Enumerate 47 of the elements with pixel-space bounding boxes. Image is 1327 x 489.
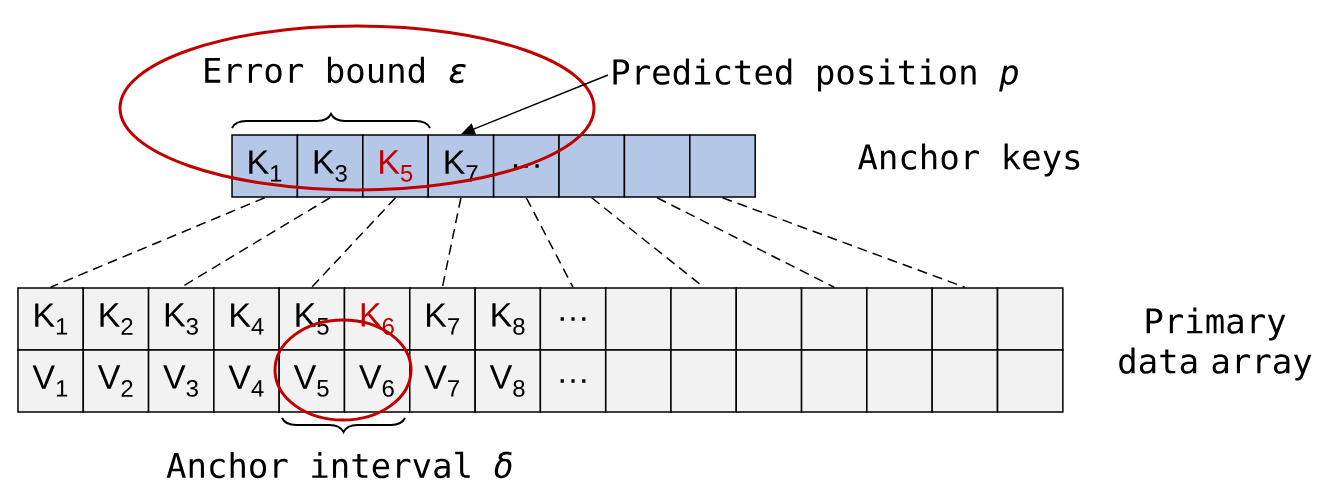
bracket-label: Error bound ε [205,56,466,84]
array-cell: V$_{5}$ [278,349,346,413]
array-cell: K$_{4}$ [213,287,280,351]
row-label: Primary data array [1119,307,1312,381]
bracket-label: Anchor interval δ [166,451,512,479]
array-cell [670,287,737,351]
dashed-connector [49,197,266,288]
array-cell [866,349,933,413]
dashed-connector [656,197,835,288]
array-cell: V$_{2}$ [82,349,150,413]
array-cell [735,287,803,351]
array-cell [800,349,868,413]
array-cell: K$_{3}$ [296,134,364,198]
array-cell [735,349,803,413]
dashed-connector [311,197,397,288]
dashed-connector [721,197,966,288]
array-cell [931,349,999,413]
array-cell [670,349,737,413]
dashed-connector [441,197,462,288]
array-cell: V$_{7}$ [409,349,476,413]
array-cell [558,134,626,198]
array-cell: K$_{2}$ [82,287,150,351]
array-cell [605,287,672,351]
row-label: Anchor keys [858,143,1080,177]
callout-text: Predicted position p [613,58,1018,92]
array-cell [800,287,868,351]
array-cell: K$_{5}$ [362,134,429,198]
array-cell: V$_{8}$ [474,349,542,413]
array-cell [931,287,999,351]
array-cell: … [539,349,607,413]
array-cell [689,134,756,198]
array-cell: K$_{3}$ [147,287,215,351]
array-cell: K$_{1}$ [231,134,299,198]
array-cell: V$_{3}$ [147,349,215,413]
array-cell [996,287,1064,351]
array-cell: V$_{1}$ [17,349,84,413]
array-cell [605,349,672,413]
array-cell [996,349,1064,413]
array-cell [623,134,691,198]
array-cell: V$_{6}$ [343,349,411,413]
array-cell: K$_{8}$ [474,287,542,351]
array-cell: K$_{7}$ [409,287,476,351]
dashed-connector [525,197,574,288]
array-cell: … [539,287,607,351]
array-cell: V$_{4}$ [213,349,280,413]
array-cell: K$_{1}$ [17,287,84,351]
array-cell [866,287,933,351]
